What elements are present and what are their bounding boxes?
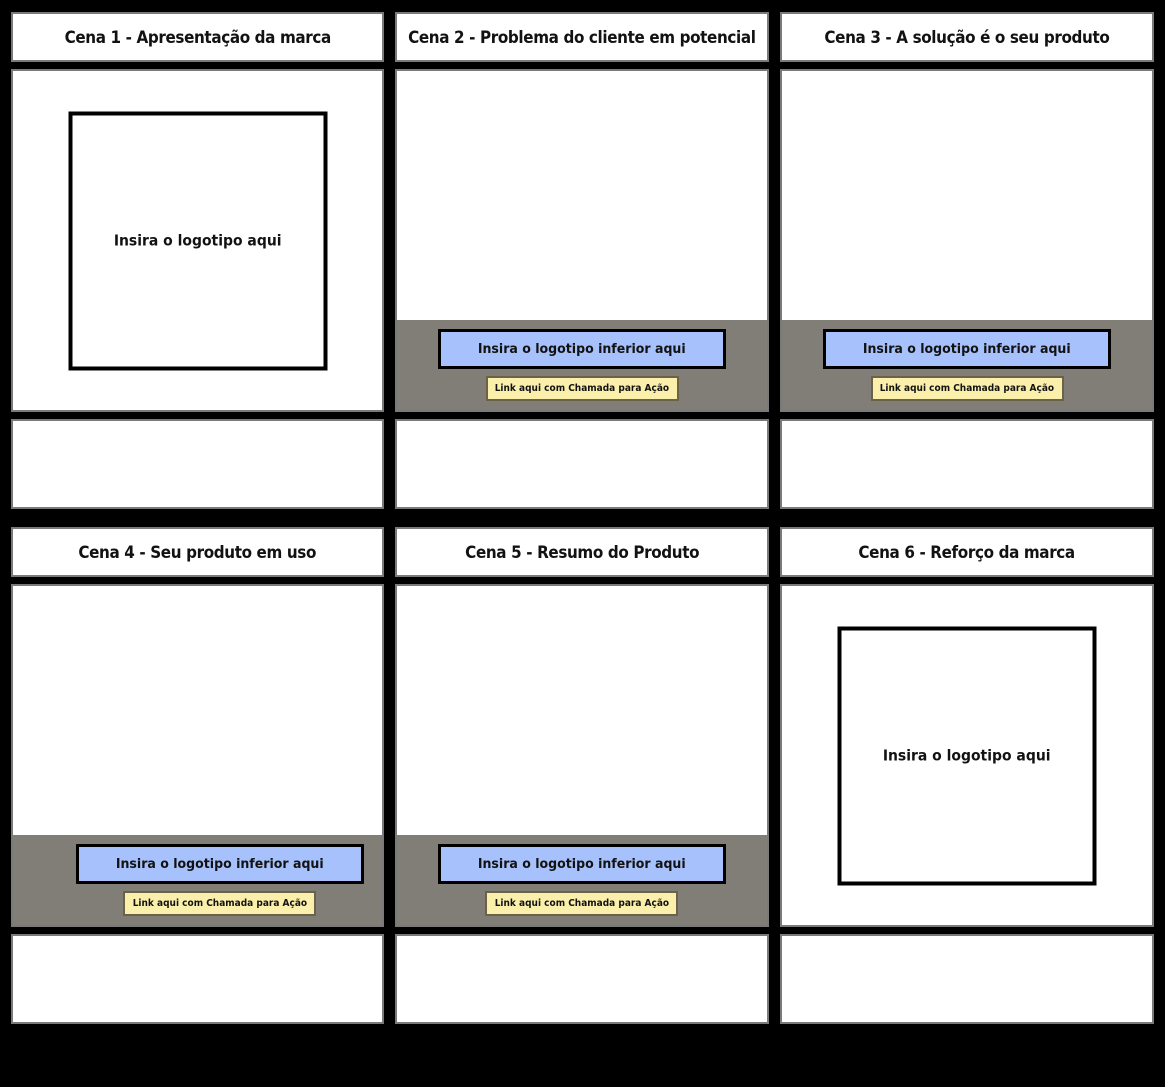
scene-title-6: Cena 6 - Reforço da marca xyxy=(858,542,1076,562)
scene-caption-box-3[interactable] xyxy=(780,419,1154,509)
scene-title-2: Cena 2 - Problema do cliente em potencia… xyxy=(408,27,756,47)
storyboard-cell-scene-5[interactable]: Cena 5 - Resumo do Produto Insira o logo… xyxy=(395,527,769,1024)
scene-panel-body-3[interactable] xyxy=(782,71,1152,320)
storyboard-cell-scene-3[interactable]: Cena 3 - A solução é o seu produto Insir… xyxy=(780,12,1154,509)
storyboard-cell-scene-4[interactable]: Cena 4 - Seu produto em uso Insira o log… xyxy=(11,527,385,1024)
bottom-logo-box-5[interactable]: Insira o logotipo inferior aqui xyxy=(437,844,726,884)
scene-panel-body-5[interactable] xyxy=(397,586,766,835)
cta-link-button-3[interactable]: Link aqui com Chamada para Ação xyxy=(870,376,1064,401)
scene-caption-box-6[interactable] xyxy=(779,934,1154,1024)
cta-link-button-2[interactable]: Link aqui com Chamada para Ação xyxy=(485,376,679,401)
logo-placeholder-box-1[interactable]: Insira o logotipo aqui xyxy=(68,111,327,370)
scene-panel-body-2[interactable] xyxy=(397,71,767,320)
logo-placeholder-box-6[interactable]: Insira o logotipo aqui xyxy=(837,626,1097,885)
bottom-logo-box-4[interactable]: Insira o logotipo inferior aqui xyxy=(75,844,364,884)
logo-placeholder-label-6: Insira o logotipo aqui xyxy=(882,746,1051,765)
scene-caption-box-4[interactable] xyxy=(11,934,385,1024)
scene-caption-box-2[interactable] xyxy=(395,419,769,509)
bottom-logo-box-3[interactable]: Insira o logotipo inferior aqui xyxy=(823,329,1111,369)
scene-footer-bar-3: Insira o logotipo inferior aqui Link aqu… xyxy=(782,320,1152,410)
scene-footer-group-4: Insira o logotipo inferior aqui Link aqu… xyxy=(75,844,364,916)
scene-panel-3[interactable]: Insira o logotipo inferior aqui Link aqu… xyxy=(780,69,1154,412)
bottom-logo-box-2[interactable]: Insira o logotipo inferior aqui xyxy=(438,329,726,369)
scene-panel-body-1[interactable]: Insira o logotipo aqui xyxy=(13,71,382,410)
cta-link-label-5: Link aqui com Chamada para Ação xyxy=(494,898,670,909)
scene-panel-4[interactable]: Insira o logotipo inferior aqui Link aqu… xyxy=(11,584,385,927)
bottom-logo-label-5: Insira o logotipo inferior aqui xyxy=(478,856,686,872)
scene-footer-bar-2: Insira o logotipo inferior aqui Link aqu… xyxy=(397,320,767,410)
scene-panel-1[interactable]: Insira o logotipo aqui xyxy=(11,69,384,412)
scene-title-bar-6[interactable]: Cena 6 - Reforço da marca xyxy=(779,527,1154,577)
storyboard-cell-scene-2[interactable]: Cena 2 - Problema do cliente em potencia… xyxy=(395,12,769,509)
bottom-logo-label-4: Insira o logotipo inferior aqui xyxy=(115,856,324,872)
storyboard-row-2: Cena 4 - Seu produto em uso Insira o log… xyxy=(0,509,1165,1024)
cta-link-label-3: Link aqui com Chamada para Ação xyxy=(879,383,1055,394)
bottom-logo-label-2: Insira o logotipo inferior aqui xyxy=(478,341,686,357)
cta-link-button-5[interactable]: Link aqui com Chamada para Ação xyxy=(485,891,679,916)
scene-title-bar-3[interactable]: Cena 3 - A solução é o seu produto xyxy=(780,12,1154,62)
scene-title-4: Cena 4 - Seu produto em uso xyxy=(78,542,317,562)
scene-title-bar-4[interactable]: Cena 4 - Seu produto em uso xyxy=(11,527,385,577)
scene-title-bar-5[interactable]: Cena 5 - Resumo do Produto xyxy=(395,527,769,577)
storyboard-cell-scene-1[interactable]: Cena 1 - Apresentação da marca Insira o … xyxy=(11,12,384,509)
scene-title-3: Cena 3 - A solução é o seu produto xyxy=(824,27,1110,47)
cta-link-label-4: Link aqui com Chamada para Ação xyxy=(132,898,307,909)
scene-footer-bar-4: Insira o logotipo inferior aqui Link aqu… xyxy=(13,835,383,925)
logo-placeholder-label-1: Insira o logotipo aqui xyxy=(113,231,282,250)
scene-title-bar-2[interactable]: Cena 2 - Problema do cliente em potencia… xyxy=(395,12,769,62)
scene-title-1: Cena 1 - Apresentação da marca xyxy=(64,27,331,47)
scene-panel-body-6[interactable]: Insira o logotipo aqui xyxy=(782,586,1152,925)
scene-panel-body-4[interactable] xyxy=(13,586,382,835)
storyboard-row-1: Cena 1 - Apresentação da marca Insira o … xyxy=(0,0,1165,509)
scene-panel-5[interactable]: Insira o logotipo inferior aqui Link aqu… xyxy=(395,584,769,927)
cta-link-button-4[interactable]: Link aqui com Chamada para Ação xyxy=(123,891,317,916)
storyboard-cell-scene-6[interactable]: Cena 6 - Reforço da marca Insira o logot… xyxy=(779,527,1154,1024)
scene-caption-box-5[interactable] xyxy=(395,934,769,1024)
scene-caption-box-1[interactable] xyxy=(11,419,384,509)
bottom-logo-label-3: Insira o logotipo inferior aqui xyxy=(863,341,1071,357)
scene-panel-6[interactable]: Insira o logotipo aqui xyxy=(779,584,1154,927)
scene-footer-bar-5: Insira o logotipo inferior aqui Link aqu… xyxy=(397,835,767,925)
scene-panel-2[interactable]: Insira o logotipo inferior aqui Link aqu… xyxy=(395,69,769,412)
scene-title-5: Cena 5 - Resumo do Produto xyxy=(465,542,699,562)
cta-link-label-2: Link aqui com Chamada para Ação xyxy=(494,383,670,394)
scene-title-bar-1[interactable]: Cena 1 - Apresentação da marca xyxy=(11,12,384,62)
